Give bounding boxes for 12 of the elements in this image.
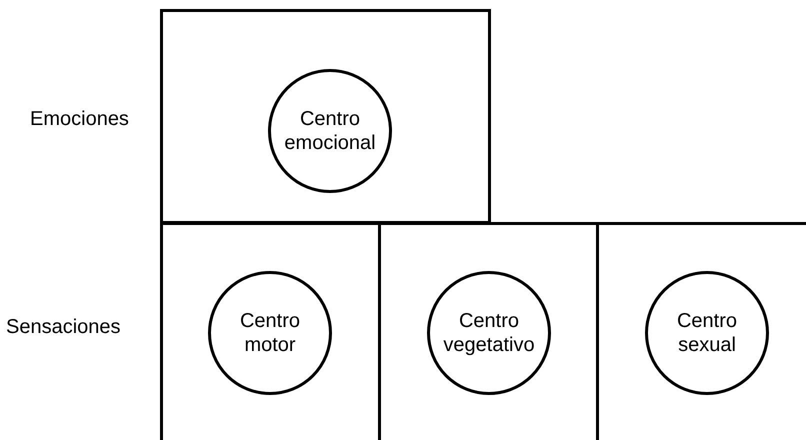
center-circle	[427, 271, 551, 395]
center-circle	[208, 271, 332, 395]
region-box	[160, 222, 381, 440]
node-label: Centro motor	[238, 309, 302, 357]
node-label: Centro vegetativo	[442, 309, 536, 357]
node-label: Centro sexual	[676, 309, 738, 357]
center-circle	[268, 69, 392, 193]
row-label: Emociones	[30, 108, 129, 131]
row-label: Sensaciones	[6, 316, 121, 339]
center-circle	[645, 271, 769, 395]
region-box	[160, 9, 491, 224]
node-label: Centro emocional	[283, 107, 377, 155]
